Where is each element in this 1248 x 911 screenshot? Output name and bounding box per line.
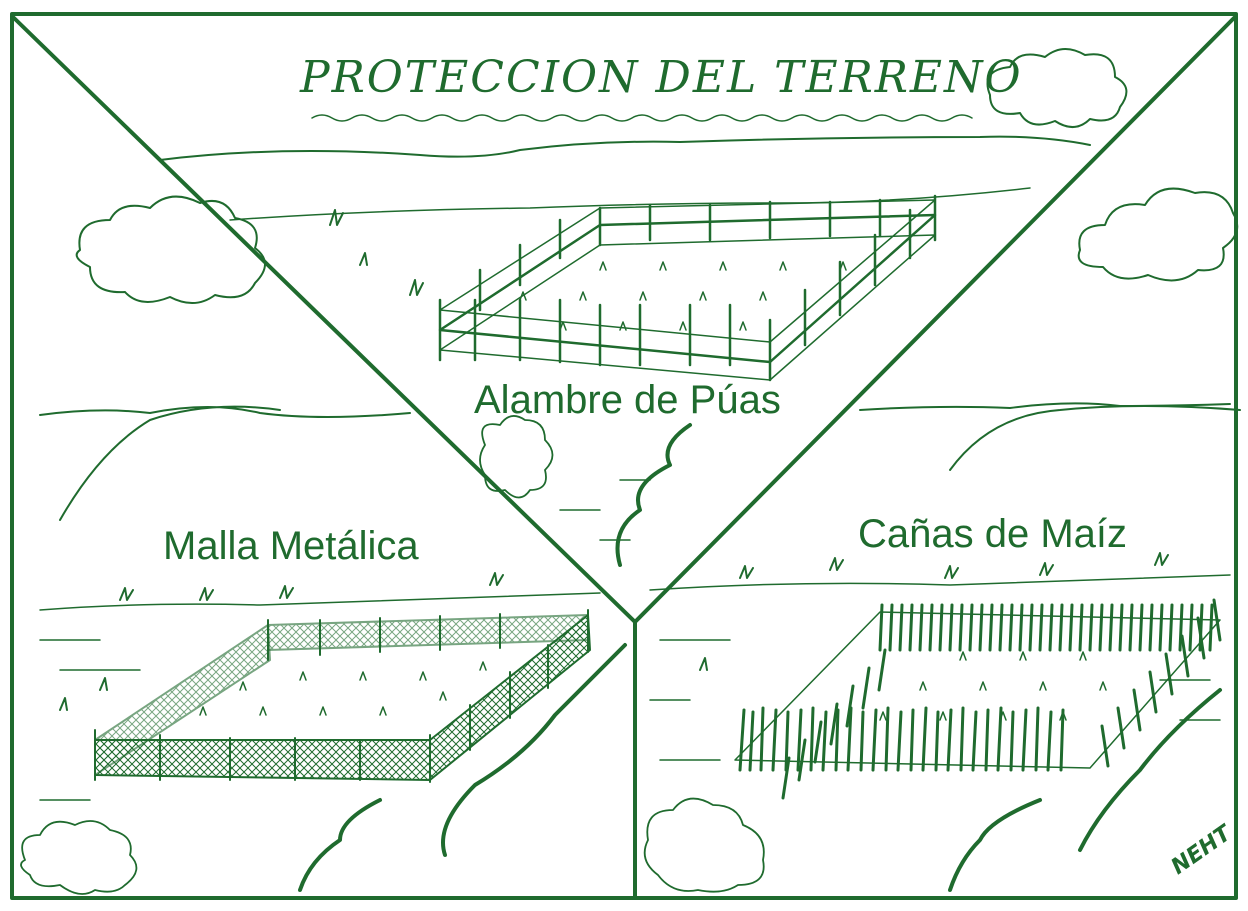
- title-underline: [311, 114, 973, 122]
- dirt-paths: [298, 423, 1222, 892]
- divider-right: [633, 16, 1236, 624]
- divider-left: [12, 16, 637, 624]
- cloud-top-right: [986, 48, 1128, 128]
- hills-top: [159, 135, 1091, 161]
- hills-right: [859, 402, 1241, 471]
- panel-label-barbed-wire: Alambre de Púas: [474, 378, 781, 422]
- cloud-left: [75, 195, 266, 304]
- cloud-right: [1077, 187, 1239, 282]
- crop-sprouts: [199, 261, 1107, 721]
- poster-title: PROTECCION DEL TERRENO: [300, 52, 1023, 103]
- bushes: [20, 415, 765, 895]
- corn-cane-fence: [734, 598, 1222, 800]
- barbed-wire-fence: [438, 194, 937, 382]
- panel-label-metal-mesh: Malla Metálica: [163, 524, 419, 568]
- frame-border: [10, 12, 1238, 900]
- metal-mesh-fence: [94, 609, 591, 783]
- ground-lines: [39, 479, 1231, 801]
- grass-tufts: [59, 209, 1169, 711]
- panel-label-corn-canes: Cañas de Maíz: [858, 512, 1128, 556]
- hills-left: [39, 405, 411, 521]
- hills-top-2: [229, 187, 1031, 221]
